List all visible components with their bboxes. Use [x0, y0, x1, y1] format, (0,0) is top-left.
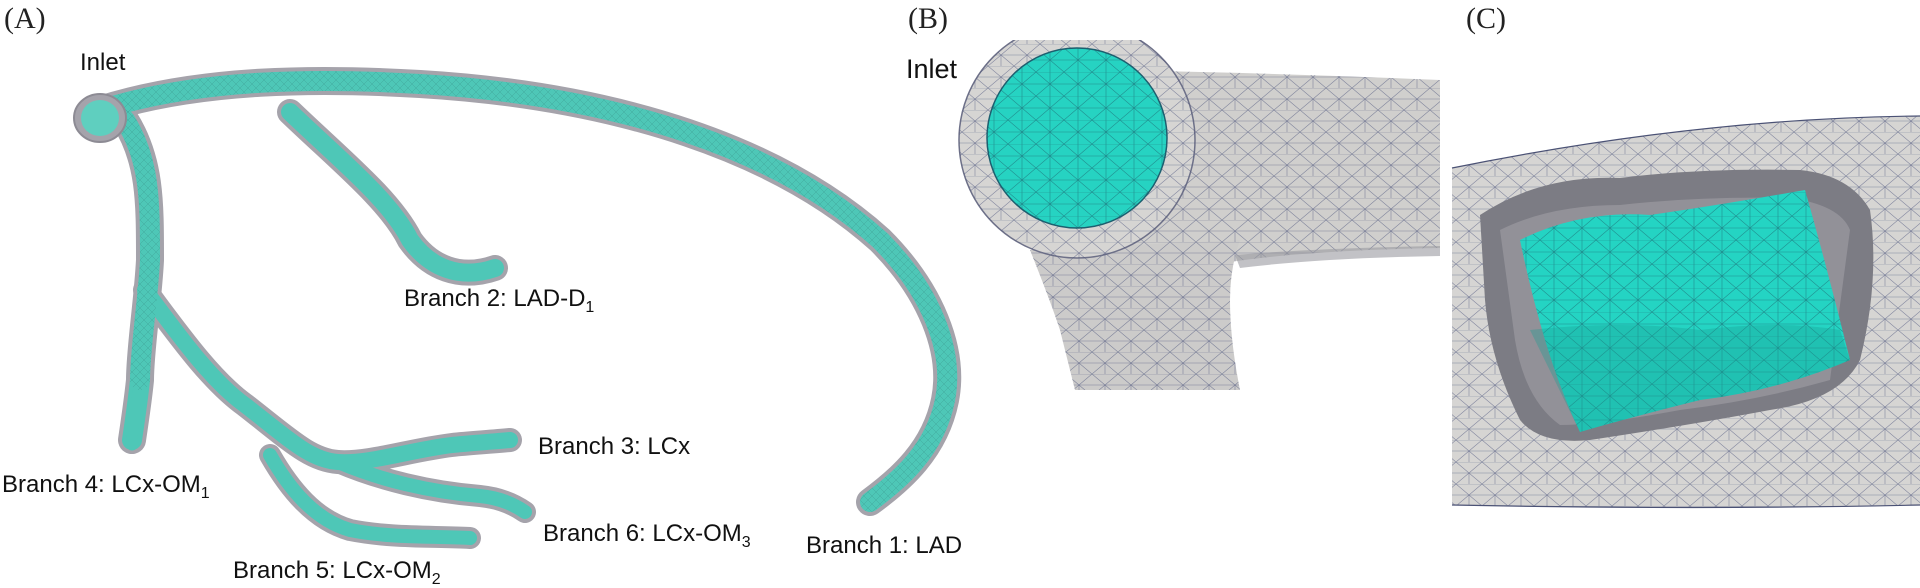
panel-b: (B) Inlet: [906, 2, 1440, 390]
cutaway-closeup: [1452, 116, 1920, 508]
branch-5-label: Branch 5: LCx-OM2: [233, 557, 441, 588]
inlet-face: [81, 100, 119, 136]
panel-b-label: (B): [908, 2, 948, 35]
branch-4-label: Branch 4: LCx-OM1: [2, 471, 210, 502]
coronary-tree: [73, 66, 962, 549]
branch-1-label: Branch 1: LAD: [806, 532, 962, 559]
branch-6-label: Branch 6: LCx-OM3: [543, 520, 751, 551]
panel-c-label: (C): [1466, 2, 1506, 35]
inlet-closeup: [958, 40, 1440, 390]
panel-c: (C): [1451, 2, 1920, 509]
inlet-label-a: Inlet: [80, 49, 126, 76]
panel-a: (A): [2, 2, 962, 588]
panel-a-label: (A): [4, 2, 46, 35]
branch-3-label: Branch 3: LCx: [538, 433, 690, 460]
inlet-label-b: Inlet: [906, 54, 958, 84]
branch-2-label: Branch 2: LAD-D1: [404, 285, 594, 316]
